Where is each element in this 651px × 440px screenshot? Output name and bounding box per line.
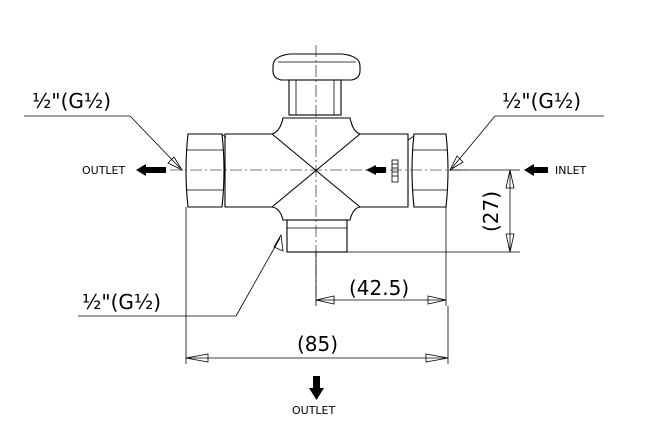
outlet-bottom-label: OUTLET bbox=[292, 404, 336, 417]
right-nut-chamfer bbox=[407, 135, 415, 141]
callout-top-right: ½"(G½) bbox=[449, 89, 604, 172]
spring-housing bbox=[391, 159, 399, 183]
spring-detail bbox=[391, 159, 399, 183]
callout-top-left-text: ½"(G½) bbox=[32, 89, 111, 113]
body-diagonal-2 bbox=[271, 133, 361, 208]
outlet-left-arrow bbox=[136, 164, 166, 176]
inlet-right-arrow bbox=[524, 164, 548, 176]
dimension-27: (27) bbox=[347, 169, 520, 253]
valve-body bbox=[185, 117, 449, 253]
outlet-down-arrow bbox=[309, 376, 324, 400]
center-lines bbox=[170, 45, 470, 305]
inlet-right-label: INLET bbox=[555, 164, 587, 177]
dimension-85-text: (85) bbox=[297, 332, 338, 356]
dimension-27-text: (27) bbox=[479, 191, 503, 232]
body-outline bbox=[224, 117, 409, 221]
callout-bottom-left: ½"(G½) bbox=[78, 233, 284, 317]
left-nut-chamfer bbox=[221, 133, 227, 139]
callout-top-right-text: ½"(G½) bbox=[502, 89, 581, 113]
dimension-42-5-text: (42.5) bbox=[349, 276, 409, 300]
callout-bottom-left-text: ½"(G½) bbox=[82, 290, 161, 314]
bottom-outlet-fitting bbox=[286, 219, 348, 253]
valve-handle bbox=[272, 53, 361, 116]
dimension-42-5: (42.5) bbox=[315, 207, 447, 306]
dimension-85: (85) bbox=[185, 207, 449, 364]
right-hex-nut bbox=[411, 133, 449, 208]
left-hex-nut bbox=[185, 133, 225, 208]
callout-top-left: ½"(G½) bbox=[24, 89, 184, 171]
outlet-left-label: OUTLET bbox=[82, 164, 126, 177]
handle-cap bbox=[272, 53, 361, 81]
internal-flow-arrow bbox=[366, 165, 386, 175]
handle-stem bbox=[288, 79, 342, 116]
